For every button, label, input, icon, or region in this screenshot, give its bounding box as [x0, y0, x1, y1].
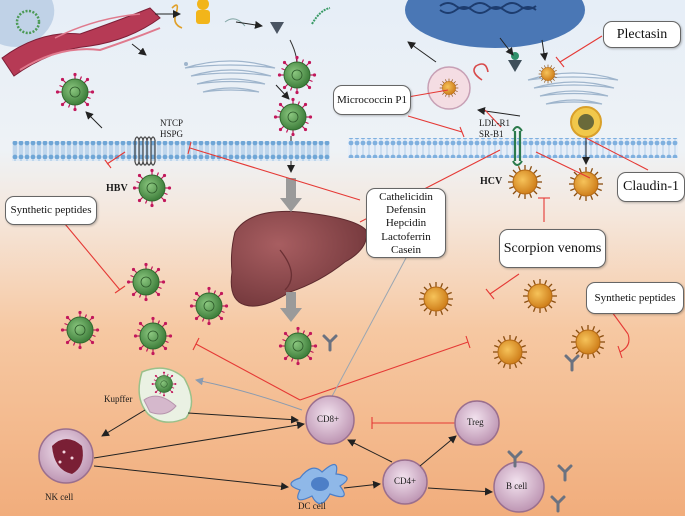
scorpion-venoms-box: Scorpion venoms [499, 229, 606, 268]
nk-cell-label: NK cell [45, 492, 74, 502]
receptor-label-hspg: HSPG [160, 129, 184, 139]
peptide-casein: Casein [391, 243, 421, 256]
b-cell-label: B cell [506, 481, 528, 491]
peptide-hepcidin: Hepcidin [385, 217, 427, 230]
peptides-box: Cathelicidin Defensin Hepcidin Lactoferr… [366, 188, 446, 258]
receptor-label-ntcp: NTCP [160, 118, 184, 128]
cd8-label: CD8+ [317, 414, 340, 424]
treg-label: Treg [467, 417, 484, 427]
micrococcin-box: Micrococcin P1 [333, 85, 411, 115]
peptide-cathelicidin: Cathelicidin [379, 191, 433, 203]
hbv-label: HBV [106, 183, 128, 194]
kupffer-label: Kupffer [104, 394, 133, 404]
receptor-label-srb1: SR-B1 [479, 129, 504, 139]
synthetic-peptides-box-left: Synthetic peptides [5, 196, 97, 225]
synthetic-peptides-box-right: Synthetic peptides [586, 282, 684, 314]
cd4-label: CD4+ [394, 476, 417, 486]
peptide-defensin: Defensin [386, 204, 426, 217]
hcv-label: HCV [480, 176, 503, 187]
dc-cell-label: DC cell [298, 501, 326, 511]
peptide-lactoferrin: Lactoferrin [381, 230, 431, 243]
claudin-box: Claudin-1 [617, 172, 685, 202]
receptor-label-ldlr1: LDL-R1 [479, 118, 510, 128]
plectasin-box: Plectasin [603, 21, 681, 48]
